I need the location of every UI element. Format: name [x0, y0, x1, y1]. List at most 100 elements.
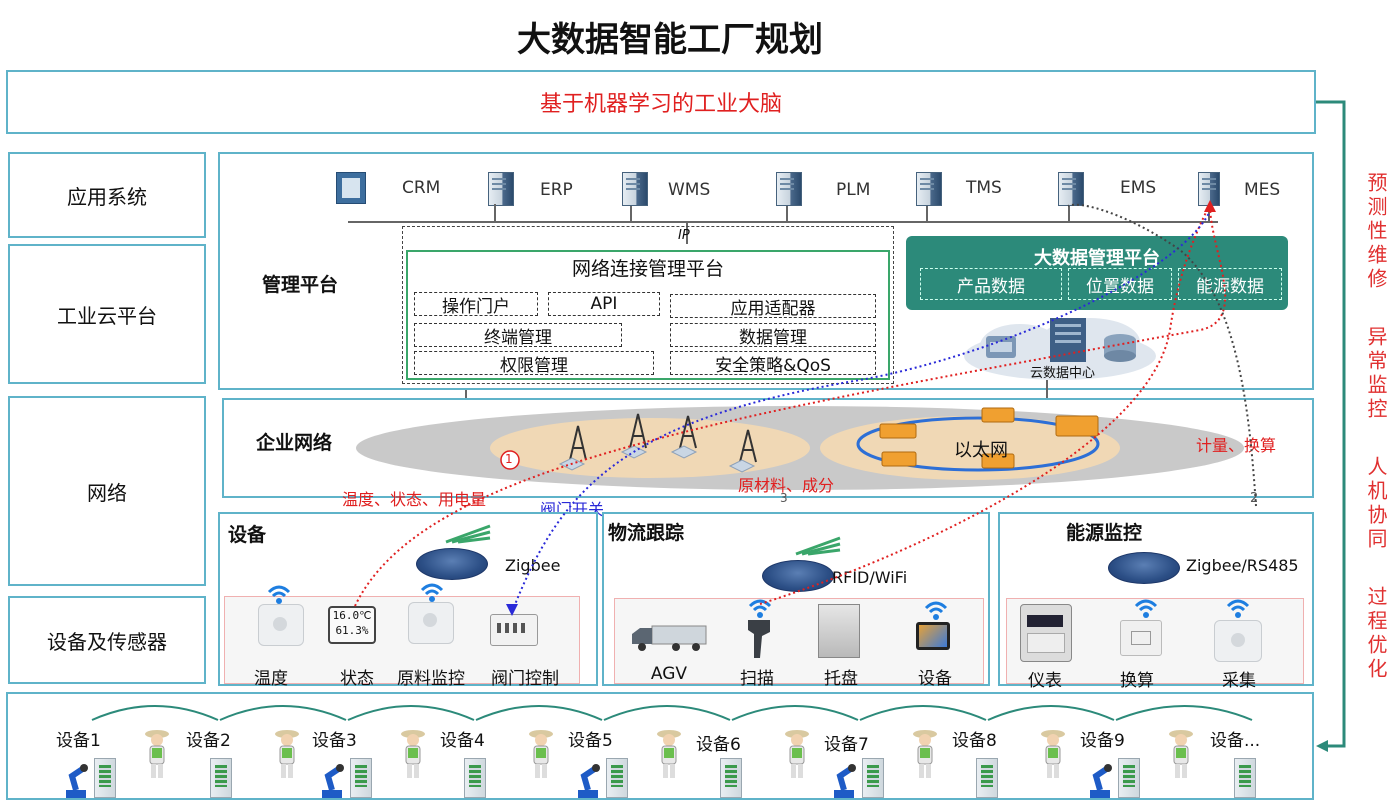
bigdata-title: 大数据管理平台: [1034, 248, 1160, 269]
wifi-icon: [267, 585, 291, 604]
worker-icon: [400, 728, 426, 780]
adapter-label: 应用适配器: [730, 298, 816, 319]
layer-label: 设备及传感器: [47, 629, 167, 654]
valve-control-label: 阀门控制: [491, 669, 559, 689]
connector-line: [630, 206, 632, 222]
equipment-label: 设备: [918, 669, 952, 689]
worker-icon: [1040, 728, 1066, 780]
device-label: 设备1: [56, 731, 101, 751]
worker-icon: [784, 728, 810, 780]
device-section-title: 设备: [228, 524, 267, 546]
material-monitor-icon: [408, 602, 454, 644]
pallet-icon: [818, 604, 860, 658]
worker-icon: [528, 728, 554, 780]
erp-server-icon: [488, 172, 514, 206]
zigbee-rs485-label: Zigbee/RS485: [1186, 556, 1299, 575]
status-label: 状态: [340, 669, 374, 689]
annotation-material: 原材料、成分: [738, 476, 835, 495]
cloud-datacenter-label: 云数据中心: [1030, 366, 1096, 381]
wifi-icon: [1226, 599, 1250, 618]
permission-mgmt-label: 权限管理: [500, 355, 568, 376]
product-data-box: 产品数据: [920, 268, 1062, 300]
layer-network: 网络: [8, 396, 206, 586]
control-cabinet-icon: [210, 758, 232, 798]
data-mgmt-box: 数据管理: [670, 323, 876, 348]
annotation-temp-status-power: 温度、状态、用电量: [342, 490, 487, 509]
meter-icon: [1020, 604, 1072, 662]
logistics-section-title: 物流跟踪: [608, 522, 685, 544]
thermo-temp-reading: 16.0℃: [332, 609, 372, 622]
adapter-box: 应用适配器: [670, 294, 876, 319]
zigbee-rs485-hub-icon: [1108, 552, 1180, 584]
side-label-anomaly-monitoring: 异常监控: [1350, 326, 1390, 422]
device-label: 设备5: [568, 731, 613, 751]
layer-label: 应用系统: [67, 184, 147, 209]
valve-controller-icon: [490, 614, 538, 646]
control-cabinet-icon: [350, 758, 372, 798]
barcode-scanner-icon: [748, 620, 770, 658]
wms-label: WMS: [668, 180, 711, 200]
temp-label: 温度: [254, 669, 288, 689]
robot-arm-icon: [1086, 762, 1114, 798]
material-monitor-label: 原料监控: [397, 669, 465, 689]
ems-server-icon: [1058, 172, 1084, 206]
device-label: 设备4: [440, 731, 485, 751]
robot-arm-icon: [830, 762, 858, 798]
side-label-text: 过程优化: [1364, 586, 1388, 682]
plm-label: PLM: [836, 180, 871, 200]
robot-arm-icon: [574, 762, 602, 798]
terminal-mgmt-box: 终端管理: [414, 323, 622, 348]
connector-line: [926, 206, 928, 222]
feedback-arrow: [1316, 100, 1346, 752]
pallet-label: 托盘: [824, 669, 858, 689]
device-label: 设备8: [952, 731, 997, 751]
security-qos-label: 安全策略&QoS: [715, 355, 831, 376]
control-cabinet-icon: [94, 758, 116, 798]
wifi-icon: [924, 601, 948, 620]
side-label-process-optimization: 过程优化: [1350, 586, 1390, 682]
side-label-predictive-maintenance: 预测性维修: [1350, 172, 1390, 292]
network-oval: [356, 406, 1244, 490]
layer-label: 工业云平台: [57, 303, 157, 328]
converter-icon: [1120, 620, 1162, 656]
ip-label: IP: [678, 228, 690, 243]
tms-server-icon: [916, 172, 942, 206]
page-title: 大数据智能工厂规划: [517, 20, 823, 60]
device-label: 设备...: [1210, 731, 1261, 751]
worker-icon: [144, 728, 170, 780]
wifi-icon: [1134, 599, 1158, 618]
industrial-brain-bar: 基于机器学习的工业大脑: [6, 70, 1316, 134]
device-label: 设备9: [1080, 731, 1125, 751]
connector-line: [1068, 206, 1070, 222]
control-cabinet-icon: [464, 758, 486, 798]
control-cabinet-icon: [1118, 758, 1140, 798]
agv-truck-icon: [632, 625, 707, 651]
wifi-icon: [748, 599, 772, 618]
device-link-arrows: [91, 705, 1253, 721]
connector-line: [686, 222, 688, 244]
terminal-mgmt-label: 终端管理: [484, 327, 552, 348]
robot-arm-icon: [318, 762, 346, 798]
net-platform-outer: [402, 226, 894, 384]
zigbee-hub-icon: [416, 548, 488, 580]
control-cabinet-icon: [1234, 758, 1256, 798]
agv-label: AGV: [650, 664, 688, 684]
plm-server-icon: [776, 172, 802, 206]
marker-2: 2: [1250, 491, 1259, 506]
tms-label: TMS: [966, 178, 1002, 198]
layer-devices-sensors: 设备及传感器: [8, 596, 206, 684]
layer-industrial-cloud: 工业云平台: [8, 244, 206, 384]
net-platform-title: 网络连接管理平台: [571, 258, 724, 280]
collection-label: 采集: [1222, 671, 1256, 691]
device-label: 设备3: [312, 731, 357, 751]
side-label-human-machine: 人机协同: [1350, 456, 1390, 552]
ems-label: EMS: [1120, 178, 1157, 198]
worker-icon: [274, 728, 300, 780]
wireless-signal-icon: [445, 524, 491, 544]
robot-arm-icon: [62, 762, 90, 798]
marker-1: 1: [505, 452, 513, 466]
marker-3: 3: [780, 491, 788, 505]
worker-icon: [912, 728, 938, 780]
portal-label: 操作门户: [442, 296, 510, 317]
